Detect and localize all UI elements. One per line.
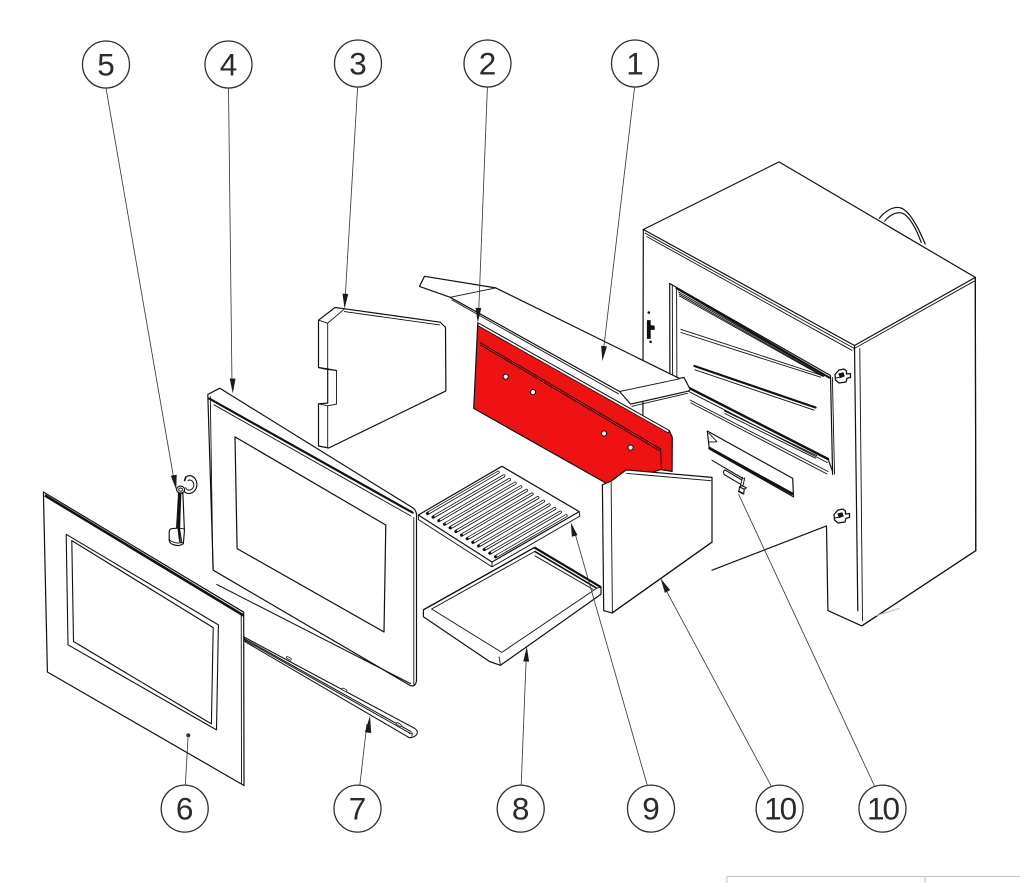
- svg-text:5: 5: [97, 47, 115, 83]
- svg-text:7: 7: [349, 791, 367, 827]
- svg-text:10: 10: [764, 791, 797, 827]
- svg-text:3: 3: [349, 46, 367, 82]
- svg-text:10: 10: [867, 791, 900, 827]
- svg-text:8: 8: [512, 791, 530, 827]
- svg-text:4: 4: [220, 47, 238, 83]
- svg-text:2: 2: [479, 46, 497, 82]
- svg-text:6: 6: [176, 791, 194, 827]
- svg-text:1: 1: [626, 46, 644, 82]
- svg-text:9: 9: [642, 791, 660, 827]
